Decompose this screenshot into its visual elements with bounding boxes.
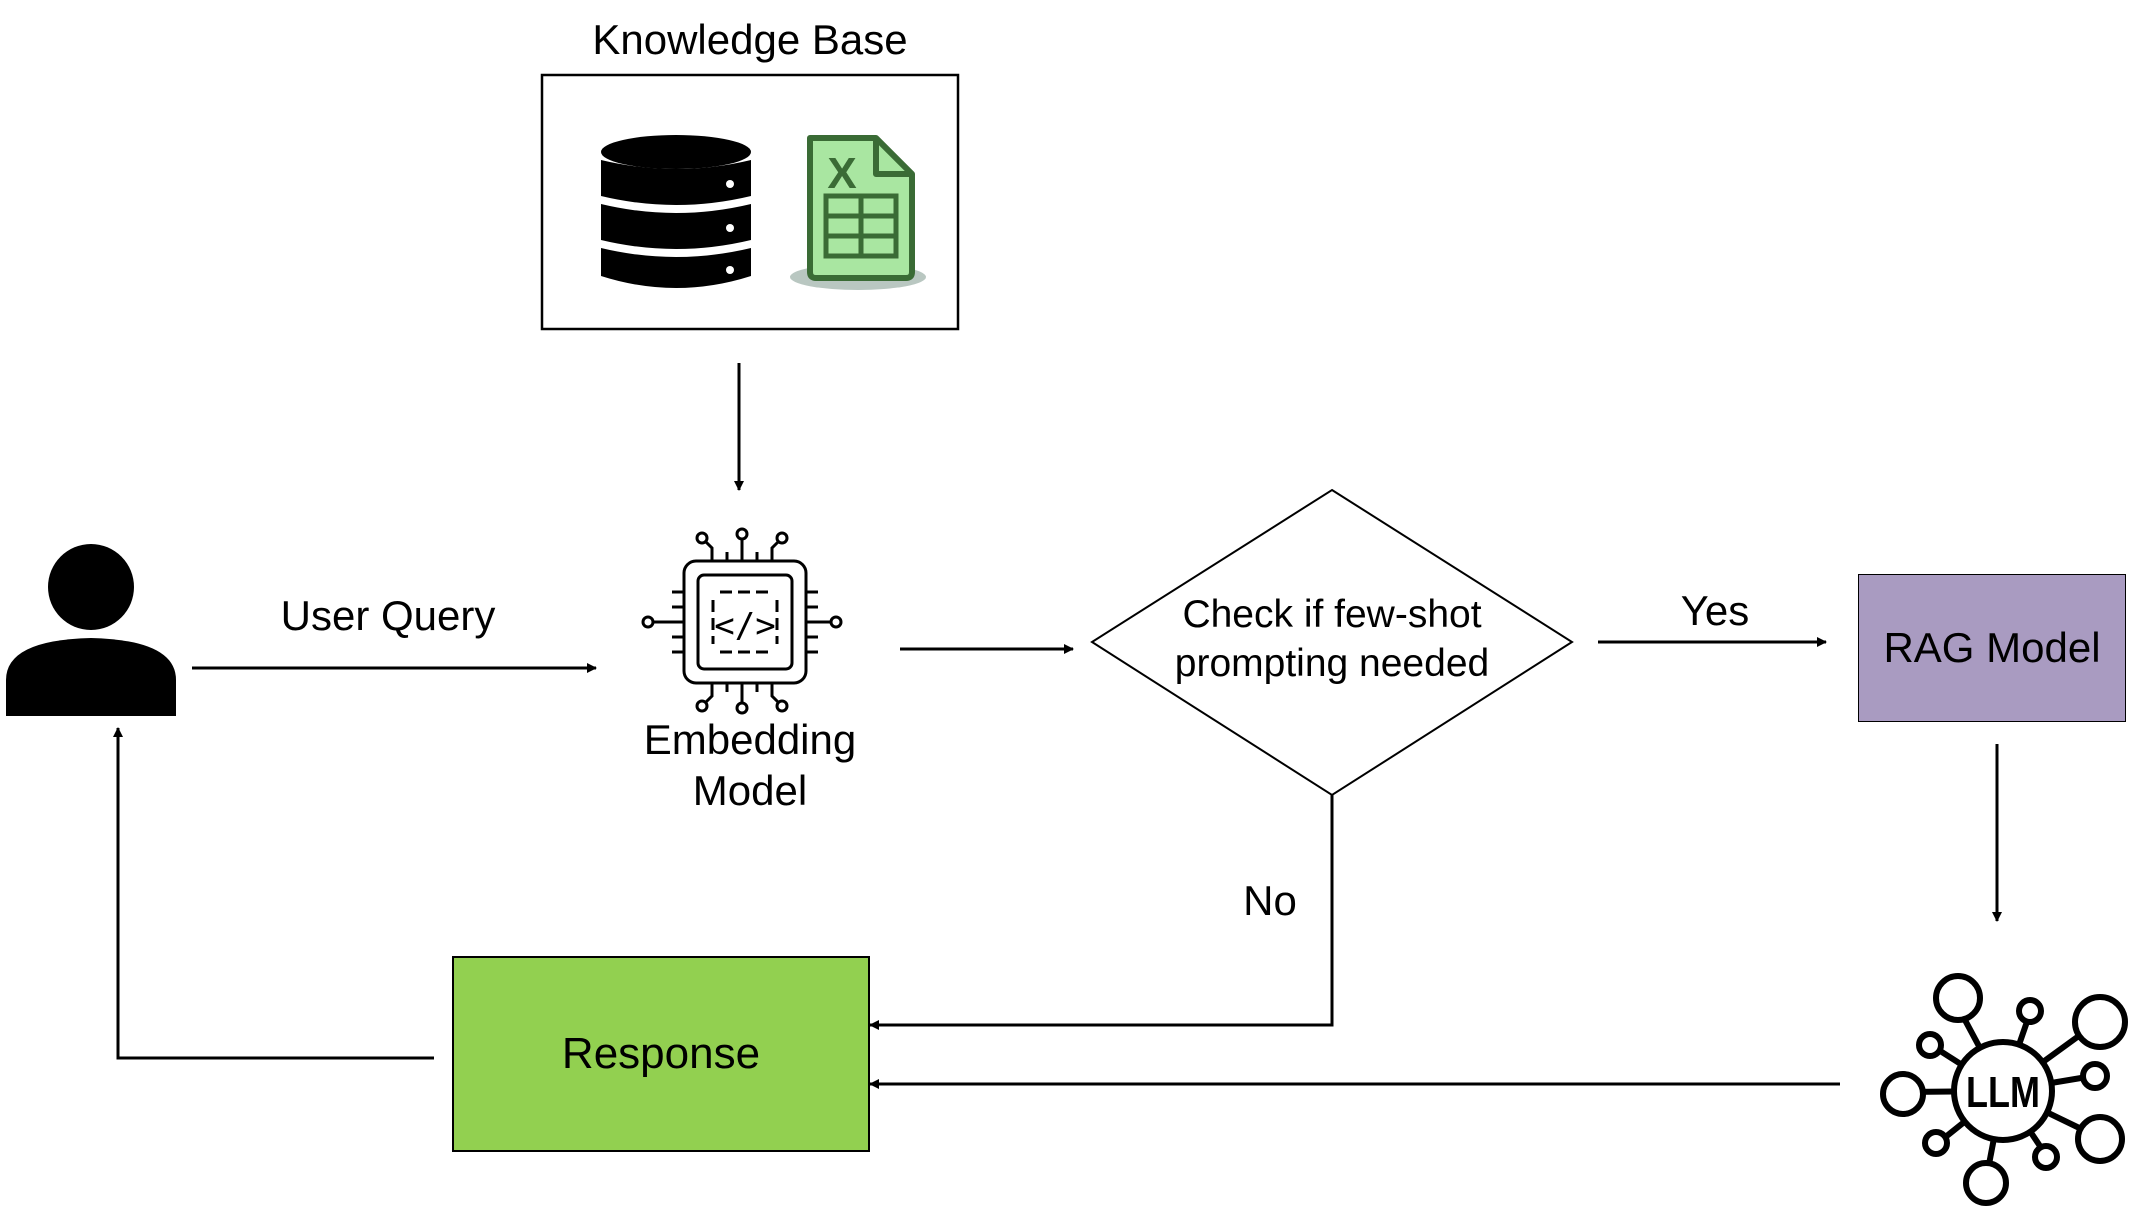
user-query-label: User Query [280, 592, 496, 639]
llm-icon: LLM [1880, 973, 2128, 1206]
knowledge-base-title: Knowledge Base [592, 16, 908, 63]
embedding-label-line2: Model [692, 767, 808, 815]
decision-text-line2: prompting needed [1174, 641, 1490, 685]
response-label: Response [561, 1029, 761, 1079]
svg-text:X: X [827, 149, 856, 198]
arrow-response-to-user [113, 727, 434, 1060]
response-box: Response [452, 956, 870, 1152]
embedding-model-label: Embedding Model [610, 714, 890, 816]
user-icon [6, 544, 176, 716]
no-label: No [1243, 877, 1297, 924]
connectors [113, 363, 2002, 1089]
rag-model-label: RAG Model [1883, 624, 2101, 672]
embedding-model-icon: </> [641, 527, 843, 715]
yes-label: Yes [1680, 587, 1750, 634]
svg-text:</>: </> [714, 606, 775, 646]
spreadsheet-icon: X [790, 135, 926, 290]
database-icon [601, 135, 751, 288]
decision-text-line1: Check if few-shot [1182, 593, 1482, 636]
svg-text:LLM: LLM [1966, 1068, 2040, 1117]
arrow-decision-no-to-response [869, 795, 1334, 1030]
decision-text: Check if few-shot prompting needed [1132, 591, 1532, 689]
embedding-label-line1: Embedding [643, 716, 857, 763]
rag-model-box: RAG Model [1858, 574, 2126, 722]
